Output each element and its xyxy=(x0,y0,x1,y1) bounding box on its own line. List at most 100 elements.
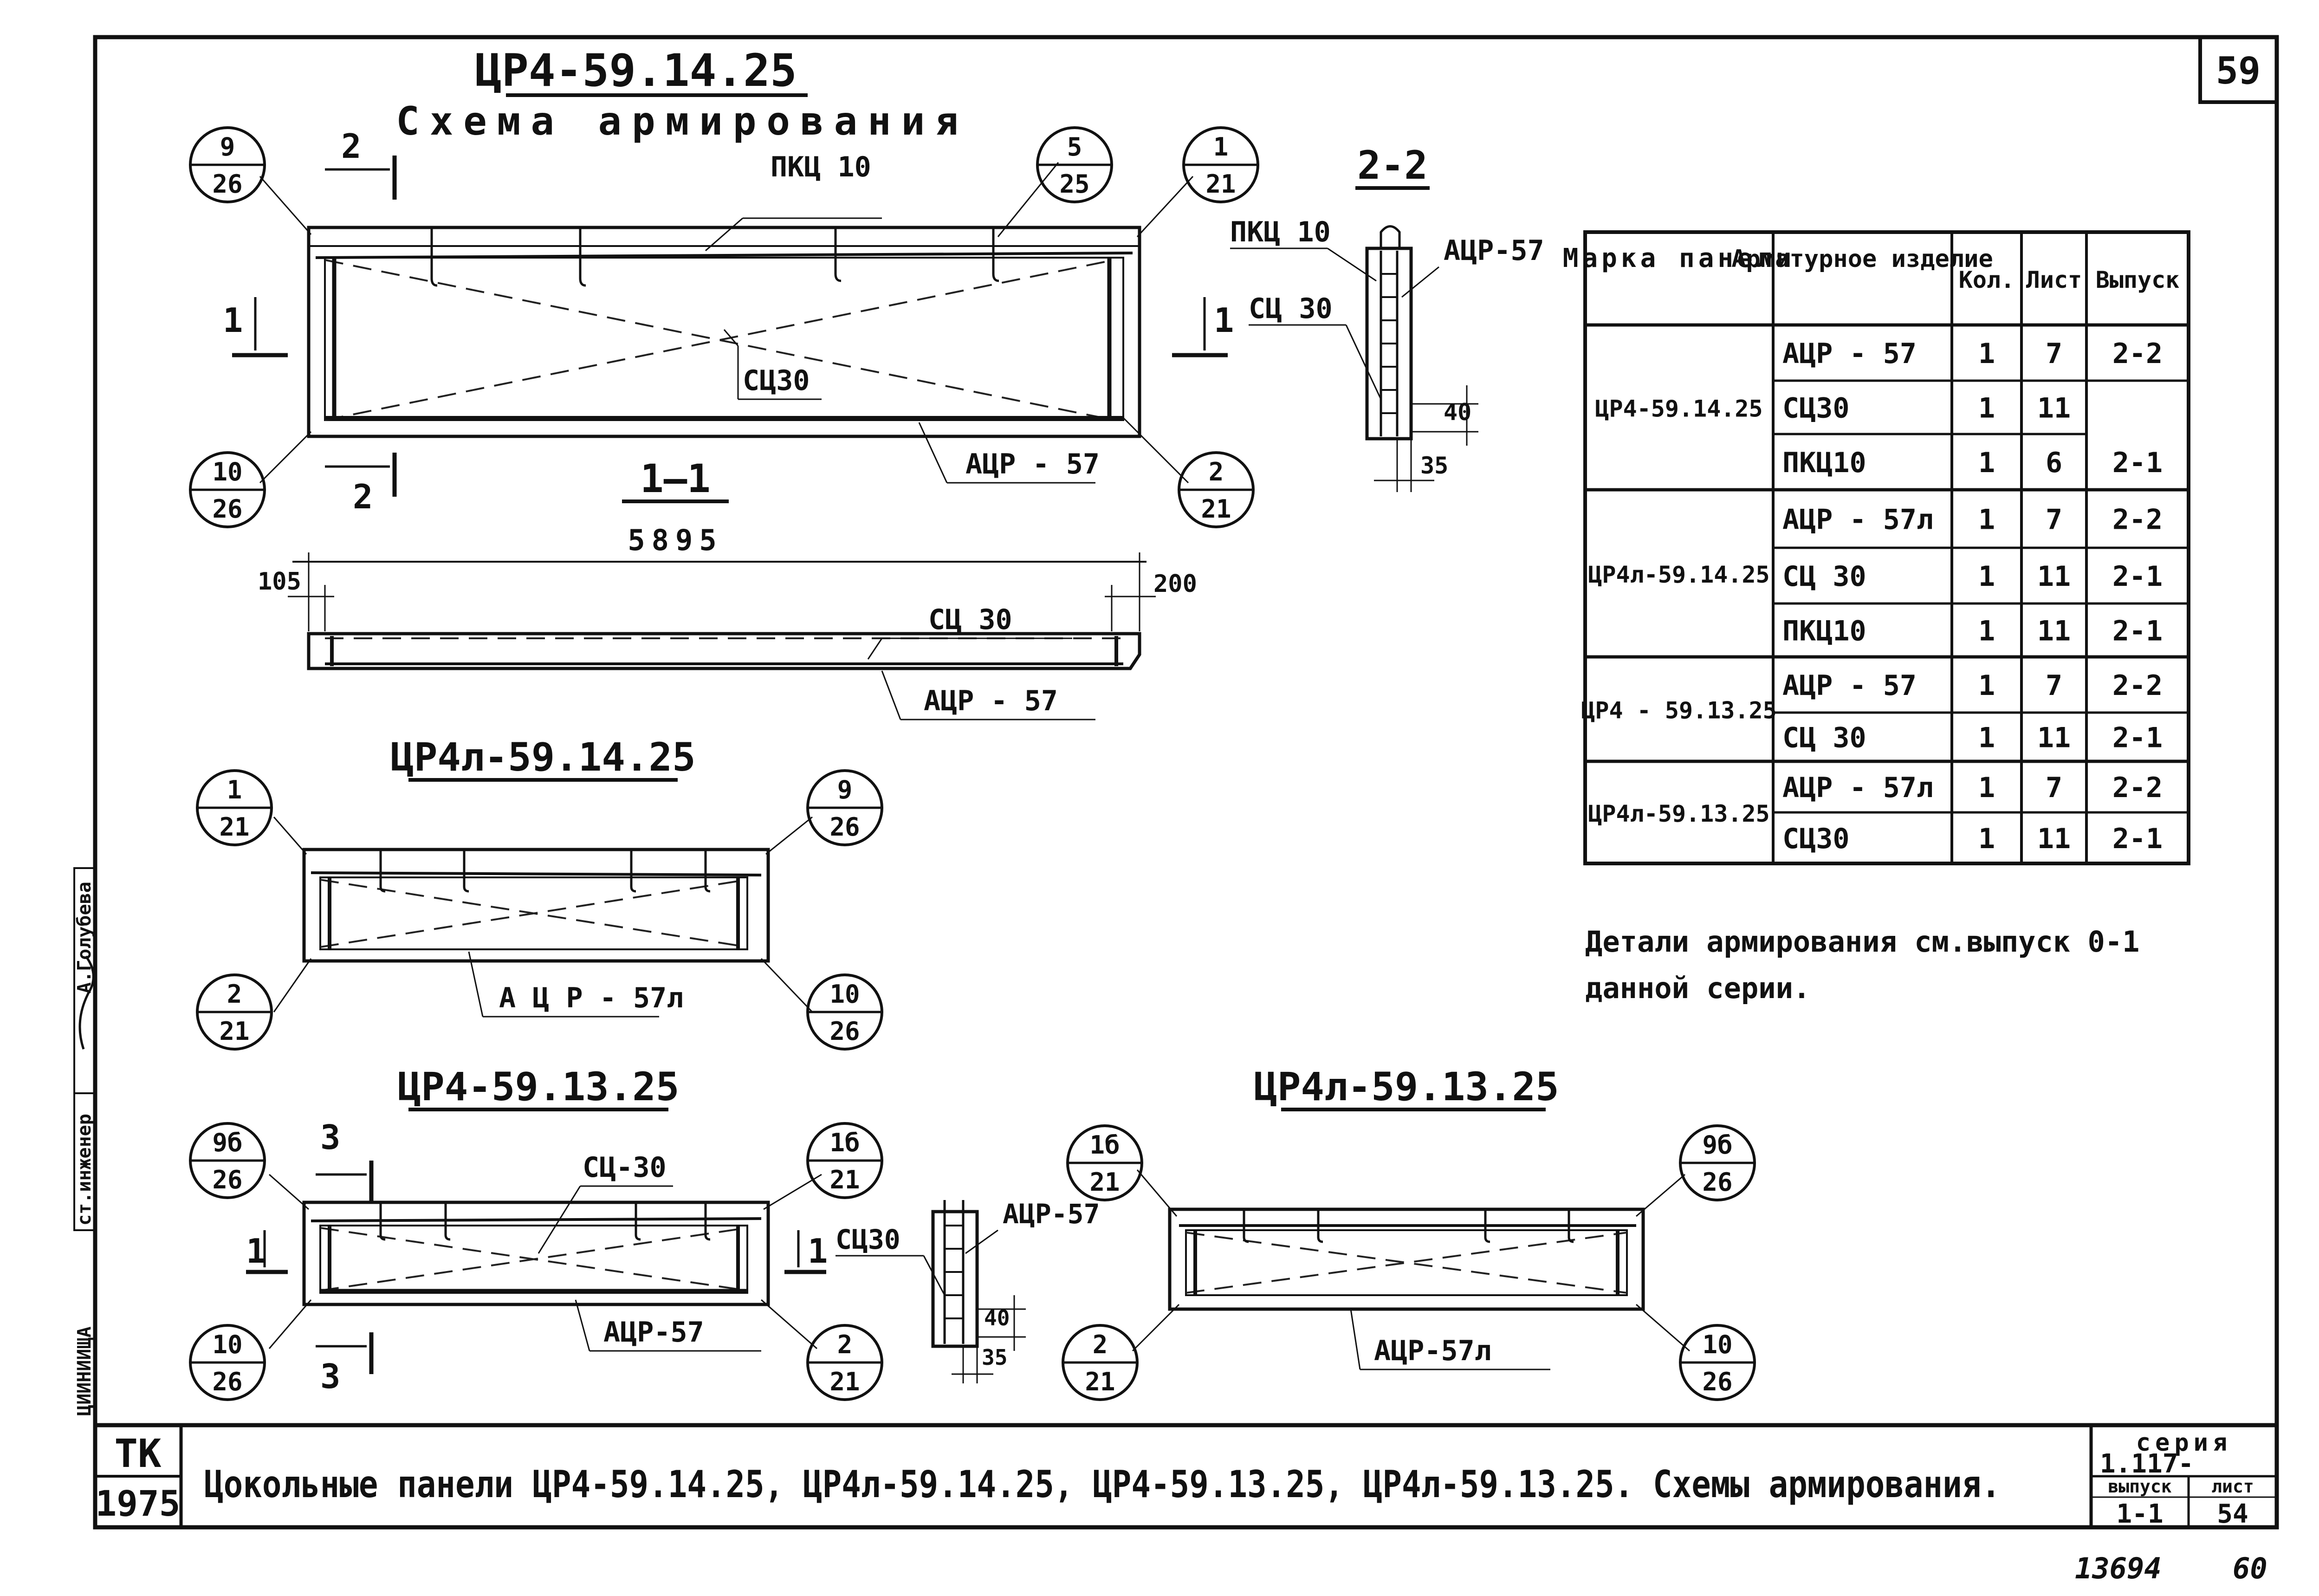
footer-inventory-number: 13694 xyxy=(2075,1551,2162,1585)
svg-text:1: 1 xyxy=(808,1232,828,1271)
panel-view-v4 xyxy=(1168,1207,1645,1311)
table-cell: 2-2 xyxy=(2112,504,2163,536)
svg-text:54: 54 xyxy=(2217,1499,2248,1529)
svg-text:1: 1 xyxy=(227,775,242,804)
label-pkc10-main: ПКЦ 10 xyxy=(771,151,871,183)
svg-text:10: 10 xyxy=(1702,1330,1732,1359)
callout-1-21: 1 21 xyxy=(1182,126,1259,203)
svg-text:21: 21 xyxy=(1201,494,1231,524)
svg-text:200: 200 xyxy=(1153,570,1197,598)
view-title-v4: ЦР4л-59.13.25 xyxy=(1254,1064,1559,1109)
svg-text:АЦР - 57: АЦР - 57 xyxy=(924,685,1058,717)
table-cell: АЦР - 57л xyxy=(1782,772,1933,804)
margin-surname: А.Голубева xyxy=(74,882,95,993)
svg-text:серия: серия xyxy=(2136,1429,2232,1457)
table-cell: 1 xyxy=(1978,504,1995,536)
table-cell: 2-2 xyxy=(2112,772,2163,804)
svg-text:Кол.: Кол. xyxy=(1959,266,2015,293)
table-cell: 1 xyxy=(1978,392,1995,425)
table-cell: 11 xyxy=(2037,823,2071,855)
label-sc30-main: СЦ30 xyxy=(743,364,810,397)
svg-text:2: 2 xyxy=(353,477,373,516)
svg-text:35: 35 xyxy=(982,1345,1007,1370)
callout-9b-26-v4: 9б 26 xyxy=(1679,1124,1756,1201)
table-cell: ПКЦ10 xyxy=(1782,447,1866,479)
callout-2-21-v4: 2 21 xyxy=(1062,1324,1139,1401)
svg-text:выпуск: выпуск xyxy=(2108,1476,2171,1497)
svg-text:1б: 1б xyxy=(1089,1130,1120,1160)
callout-2-21: 2 21 xyxy=(1178,451,1255,528)
svg-text:10: 10 xyxy=(212,457,242,487)
svg-text:3: 3 xyxy=(320,1118,340,1157)
section-marks-2: 2 2 1 1 xyxy=(223,127,1234,516)
callout-1b-21-v3: 1б 21 xyxy=(806,1122,883,1199)
table-cell: 1 xyxy=(1978,560,1995,593)
svg-text:5895: 5895 xyxy=(628,523,723,557)
callout-10-26-v3: 10 26 xyxy=(189,1324,266,1401)
table-cell: 2-1 xyxy=(2112,615,2163,648)
svg-text:2: 2 xyxy=(1093,1330,1108,1359)
table-cell: 2-2 xyxy=(2112,669,2163,702)
panel-view-v3 xyxy=(302,1200,770,1306)
callout-10-26-v4: 10 26 xyxy=(1679,1324,1756,1401)
table-cell: 11 xyxy=(2037,722,2071,754)
label-acr57l-v2: А Ц Р - 57л xyxy=(499,982,683,1014)
label-acr57-main: АЦР - 57 xyxy=(965,448,1100,480)
svg-text:СЦ 30: СЦ 30 xyxy=(928,603,1012,636)
callout-2-21-v3: 2 21 xyxy=(806,1324,883,1401)
callout-1b-21-v4: 1б 21 xyxy=(1066,1124,1143,1201)
svg-text:21: 21 xyxy=(829,1367,860,1396)
table-panel-mark: ЦР4л-59.14.25 xyxy=(1588,561,1769,588)
table-cell: 2-1 xyxy=(2112,823,2163,855)
table-cell: 2-1 xyxy=(2112,447,2163,479)
svg-text:1-1: 1-1 xyxy=(2116,1499,2163,1529)
table-cell: 2-1 xyxy=(2112,722,2163,754)
svg-text:26: 26 xyxy=(1702,1367,1732,1396)
svg-text:26: 26 xyxy=(212,494,242,524)
callout-9b-26-v3: 9б 26 xyxy=(189,1122,266,1199)
drawing-subtitle: Схема армирования xyxy=(396,98,969,144)
table-cell: ПКЦ10 xyxy=(1782,615,1866,648)
footer-page-number: 60 xyxy=(2233,1551,2267,1585)
svg-text:Лист: Лист xyxy=(2026,266,2082,293)
table-cell: 6 xyxy=(2046,447,2062,479)
table-cell: 1 xyxy=(1978,615,1995,648)
svg-text:26: 26 xyxy=(212,1165,242,1194)
table-cell: 7 xyxy=(2046,504,2062,536)
table-cell: 1 xyxy=(1978,772,1995,804)
margin-bottom-text: ЦИИНИИЩА xyxy=(74,1326,95,1416)
view-title-v3: ЦР4-59.13.25 xyxy=(398,1064,680,1109)
table-cell: 1 xyxy=(1978,722,1995,754)
svg-text:2-2: 2-2 xyxy=(1357,143,1428,188)
svg-text:АЦР-57: АЦР-57 xyxy=(1444,234,1544,267)
svg-text:1.117-: 1.117- xyxy=(2100,1449,2194,1479)
table-cell: СЦ 30 xyxy=(1782,560,1866,593)
svg-text:26: 26 xyxy=(829,812,860,842)
svg-text:21: 21 xyxy=(829,1165,860,1194)
left-margin: ст.инженер А.Голубева ЦИИНИИЩА xyxy=(73,867,96,1416)
table-cell: СЦ 30 xyxy=(1782,722,1866,754)
svg-text:105: 105 xyxy=(258,568,301,596)
table-cell: 1 xyxy=(1978,447,1995,479)
svg-text:1: 1 xyxy=(223,301,243,340)
svg-text:1: 1 xyxy=(1214,301,1234,340)
table-cell: 2-2 xyxy=(2112,337,2163,370)
svg-text:СЦ 30: СЦ 30 xyxy=(1249,292,1333,325)
table-cell: 1 xyxy=(1978,823,1995,855)
table-cell: 7 xyxy=(2046,669,2062,702)
svg-text:Марка панели: Марка панели xyxy=(1563,243,1795,273)
sheet-number-box: 59 xyxy=(2198,35,2279,104)
svg-text:35: 35 xyxy=(1420,452,1448,479)
callout-1-21-v2: 1 21 xyxy=(196,769,273,846)
table-cell: СЦ30 xyxy=(1782,823,1850,855)
table-cell: 2-1 xyxy=(2112,560,2163,593)
section-3-3: СЦ30 АЦР-57 40 35 xyxy=(836,1198,1100,1383)
view-title-v2: ЦР4л-59.14.25 xyxy=(390,734,695,780)
svg-text:9б: 9б xyxy=(212,1128,242,1157)
table-cell: 11 xyxy=(2037,560,2071,593)
svg-text:25: 25 xyxy=(1059,169,1089,199)
svg-text:1: 1 xyxy=(1213,132,1229,162)
svg-text:СЦ30: СЦ30 xyxy=(836,1224,900,1255)
